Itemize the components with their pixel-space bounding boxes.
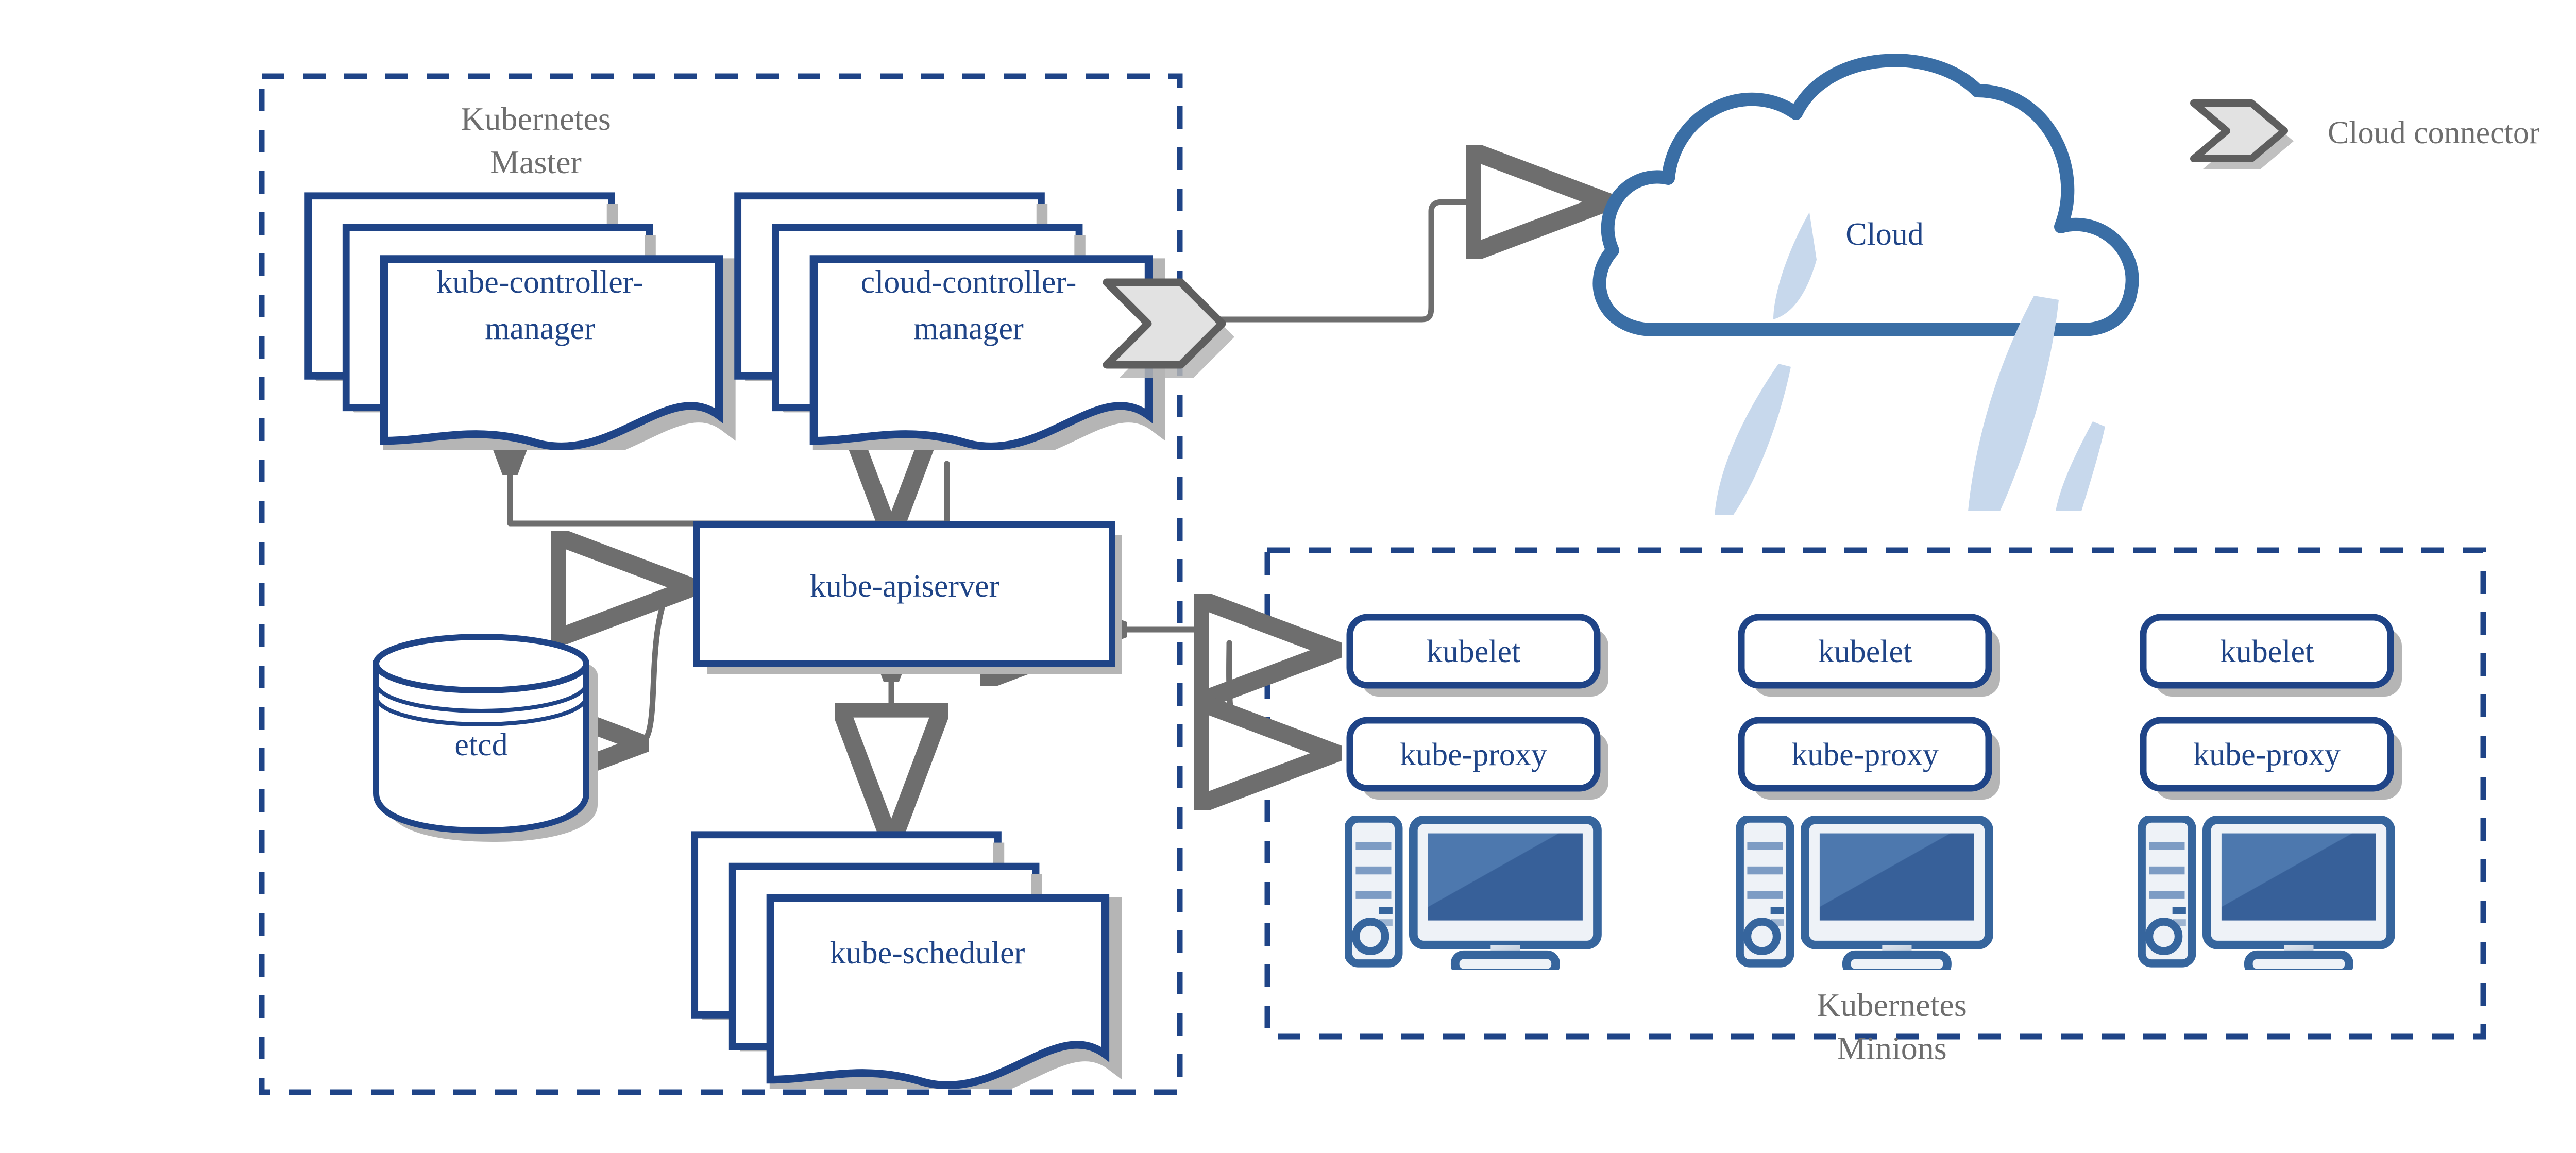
cloud-connector-chevron-icon[interactable] bbox=[1103, 278, 1234, 378]
legend-label: Cloud connector bbox=[2328, 115, 2540, 150]
connector-apiserver-to-kubelet bbox=[1116, 630, 1330, 650]
desktop-computer-icon-1 bbox=[1348, 819, 1597, 973]
master-group-label: Kubernetes Master bbox=[461, 100, 611, 180]
etcd-label: etcd bbox=[454, 727, 507, 762]
minions-label-line1: Kubernetes bbox=[1817, 987, 1967, 1023]
minion-node-3[interactable]: kubelet kube-proxy bbox=[2142, 614, 2402, 973]
minions-group-label: Kubernetes Minions bbox=[1817, 987, 1967, 1066]
kube-apiserver-label: kube-apiserver bbox=[810, 569, 1000, 604]
legend-cloud-connector: Cloud connector bbox=[2190, 99, 2540, 169]
connector-apiserver-to-kube-proxy bbox=[1229, 640, 1330, 753]
kube-proxy-label-3: kube-proxy bbox=[2193, 737, 2341, 772]
cloud-controller-manager-node[interactable]: cloud-controller- manager bbox=[738, 196, 1157, 454]
kube-scheduler-node[interactable]: kube-scheduler bbox=[694, 835, 1113, 1093]
cloud-controller-manager-label-line2: manager bbox=[913, 311, 1024, 346]
master-label-line1: Kubernetes bbox=[461, 100, 611, 137]
kube-scheduler-label: kube-scheduler bbox=[830, 936, 1025, 971]
kubernetes-minions-boundary bbox=[1264, 547, 2486, 1040]
kube-controller-manager-label-line2: manager bbox=[485, 311, 595, 346]
kube-proxy-label-1: kube-proxy bbox=[1400, 737, 1547, 772]
connector-kcm-to-apiserver bbox=[510, 464, 894, 527]
kube-controller-manager-label-line1: kube-controller- bbox=[436, 265, 643, 300]
kube-apiserver-node[interactable]: kube-apiserver bbox=[693, 521, 1122, 674]
desktop-computer-icon-2 bbox=[1740, 819, 1989, 973]
legend-chevron-icon bbox=[2190, 99, 2294, 169]
connector-chevron-to-cloud bbox=[1187, 202, 1602, 323]
minion-node-2[interactable]: kubelet kube-proxy bbox=[1740, 614, 2000, 973]
minions-label-line2: Minions bbox=[1837, 1030, 1946, 1066]
cloud-label: Cloud bbox=[1845, 217, 1924, 252]
kube-proxy-label-2: kube-proxy bbox=[1791, 737, 1939, 772]
connector-etcd-to-apiserver bbox=[638, 587, 687, 744]
kubelet-label-3: kubelet bbox=[2220, 634, 2314, 669]
kube-controller-manager-node[interactable]: kube-controller- manager bbox=[308, 196, 727, 454]
cloud-node[interactable]: Cloud bbox=[1592, 54, 2139, 515]
cloud-controller-manager-label-line1: cloud-controller- bbox=[861, 265, 1077, 300]
kubernetes-master-boundary bbox=[259, 73, 1183, 1095]
connector-ccm-to-apiserver bbox=[888, 461, 950, 527]
minion-node-1[interactable]: kubelet kube-proxy bbox=[1348, 614, 1608, 973]
etcd-node[interactable]: etcd bbox=[373, 634, 598, 842]
kubelet-label-1: kubelet bbox=[1427, 634, 1521, 669]
cloud-shape bbox=[1592, 54, 2139, 336]
master-label-line2: Master bbox=[490, 144, 582, 180]
desktop-computer-icon-3 bbox=[2142, 819, 2391, 973]
kubelet-label-2: kubelet bbox=[1818, 634, 1912, 669]
cloud-accent-leaves bbox=[1715, 212, 2105, 515]
